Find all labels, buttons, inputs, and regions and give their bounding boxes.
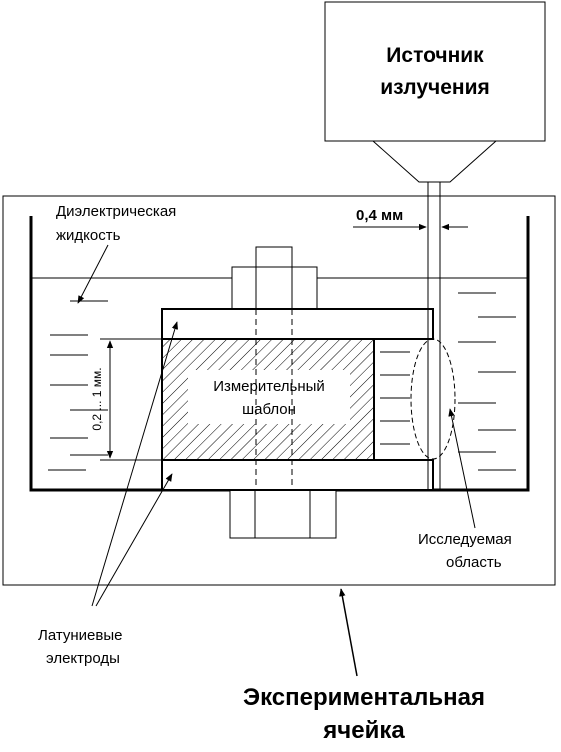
electrode-pointer-top <box>91 321 179 607</box>
radiation-beam <box>427 182 441 490</box>
gap-dimension <box>100 338 162 461</box>
top-electrode <box>161 308 434 340</box>
source-box <box>324 1 546 142</box>
electrode-pointer-bottom <box>95 473 173 607</box>
source-label-line2: излучения <box>380 76 490 99</box>
liquid-pointer <box>77 244 109 304</box>
template-label-line1: Измерительный <box>213 378 325 395</box>
region-label-line1: Исследуемая <box>418 531 512 548</box>
radiation-source: Источник излучения <box>324 1 546 183</box>
liquid-label-line2: жидкость <box>56 227 121 244</box>
caption-line2: ячейка <box>322 717 405 744</box>
beam-width-label: 0,4 мм <box>356 207 403 224</box>
bottom-bolt <box>229 489 337 539</box>
gap-range-label: 0,2 ... 1 мм. <box>90 367 104 430</box>
region-label-line2: область <box>446 554 502 571</box>
caption-pointer <box>339 588 358 677</box>
liquid-dashes <box>48 292 516 471</box>
electrodes-label-line1: Латуниевые <box>38 627 123 644</box>
liquid-label-line1: Диэлектрическая <box>56 203 176 220</box>
top-bolt <box>231 246 318 310</box>
region-pointer <box>448 408 476 529</box>
investigated-region <box>410 338 456 460</box>
caption-line1: Экспериментальная <box>243 684 485 711</box>
electrodes-label-line2: электроды <box>46 650 120 667</box>
bottom-electrode <box>161 459 434 491</box>
cell-outer-frame <box>2 195 556 586</box>
source-nozzle <box>371 140 498 183</box>
source-label-line1: Источник <box>386 44 484 67</box>
template-label-line2: шаблон <box>242 401 296 418</box>
template-label-bg <box>188 370 350 424</box>
